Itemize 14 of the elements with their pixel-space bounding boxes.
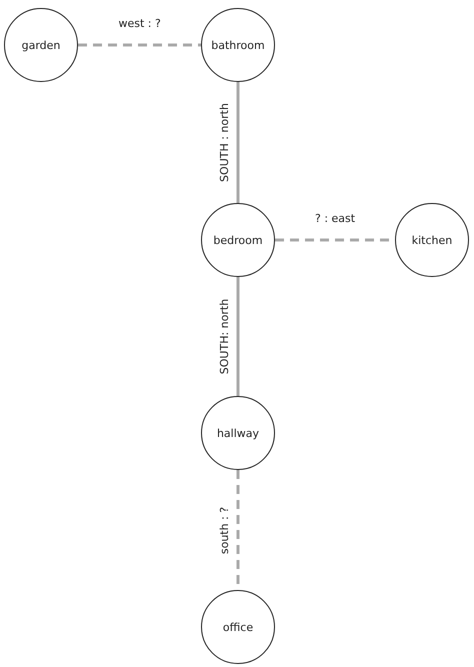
room-name: kitchen: [412, 234, 452, 246]
edge-label: west : ?: [118, 16, 161, 30]
connector-line: [236, 82, 240, 203]
edge-label: ? : east: [315, 212, 356, 224]
connector-line: [236, 277, 240, 396]
room-name: garden: [22, 38, 60, 52]
room-name: office: [222, 620, 254, 634]
room-name: hallway: [216, 426, 260, 440]
edge-label: SOUTH : north: [217, 103, 230, 182]
edge-label: south : ?: [218, 506, 231, 554]
room-name: bathroom: [211, 38, 265, 52]
room-name: bedroom: [213, 234, 263, 246]
edge-label: SOUTH: north: [218, 298, 231, 374]
connector-line: [78, 44, 201, 46]
